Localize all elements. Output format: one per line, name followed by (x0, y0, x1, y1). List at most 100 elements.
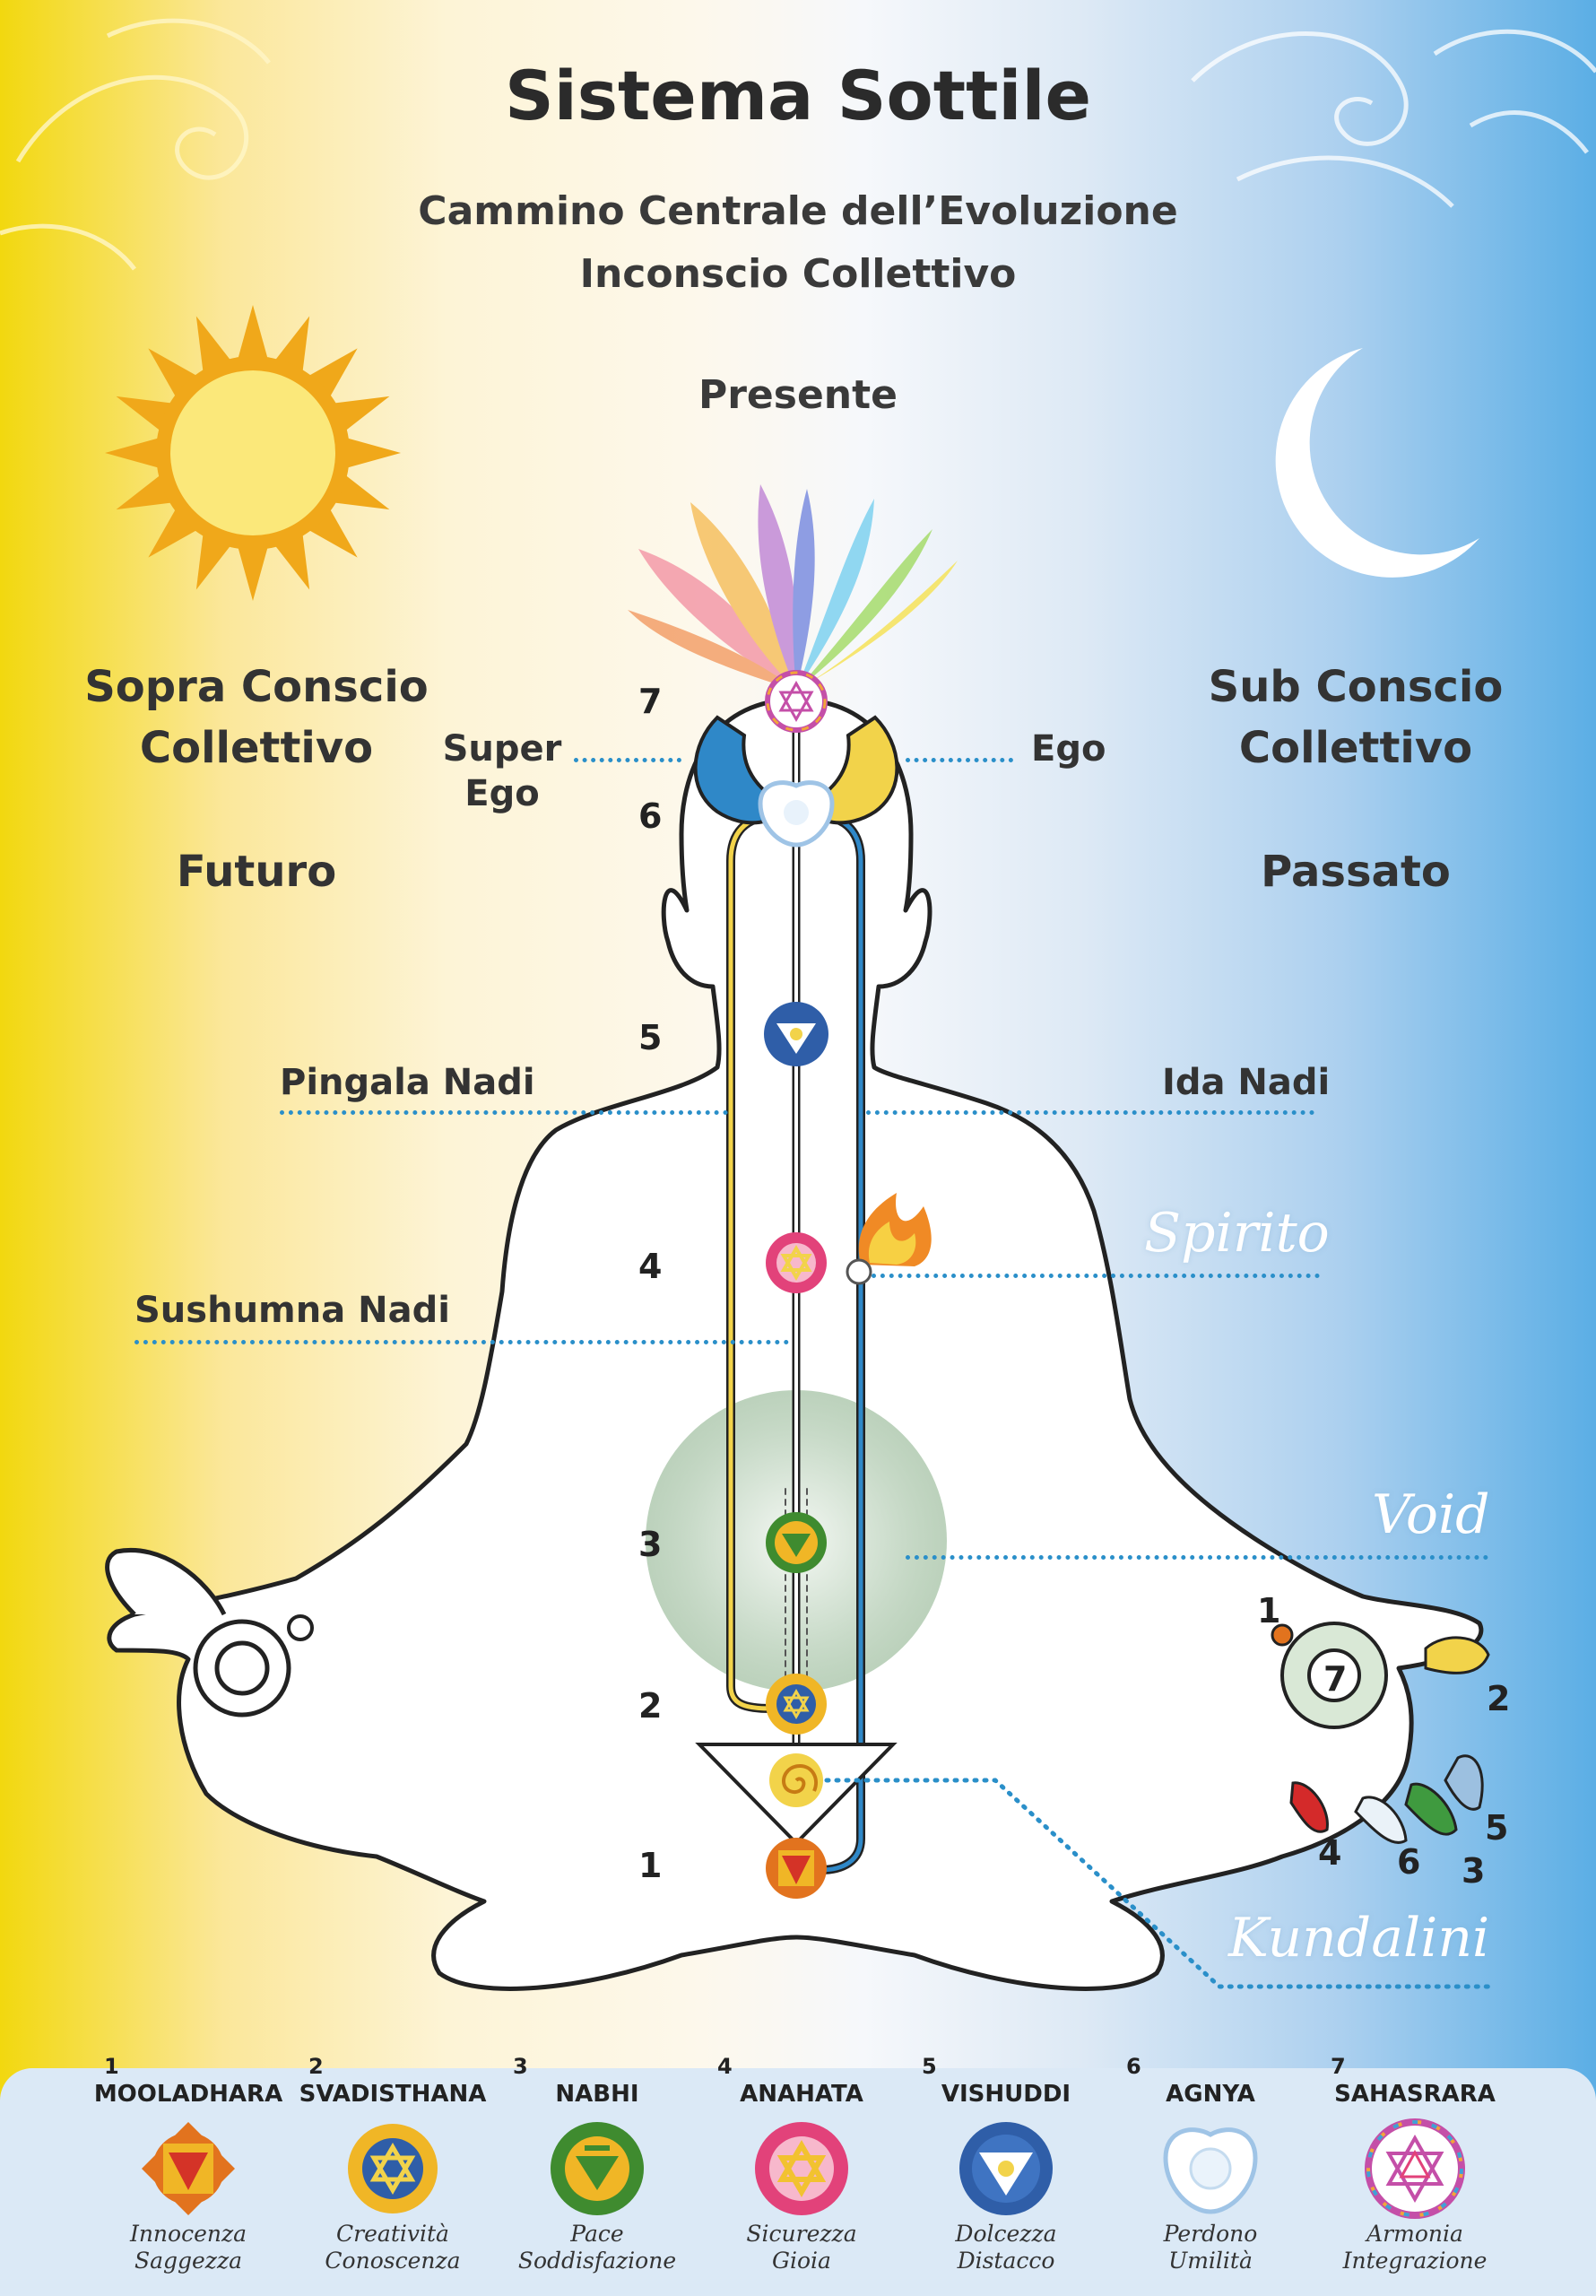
mooladhara-icon (142, 2122, 235, 2215)
legend-quality-1: Perdono (1163, 2221, 1258, 2247)
anahata-icon (755, 2122, 848, 2215)
legend-quality-1: Sicurezza (746, 2221, 857, 2247)
legend-number: 2 (308, 2054, 324, 2079)
present-label: Presente (698, 372, 898, 418)
nabhi-icon (551, 2122, 644, 2215)
right-heading-line-2: Collettivo (1238, 723, 1473, 773)
legend-chakra-name: NABHI (555, 2081, 639, 2108)
left-heading-line-2: Collettivo (139, 723, 374, 773)
right-heading-line-1: Sub Conscio (1208, 662, 1504, 712)
chakra-4-anahata-icon (766, 1232, 827, 1293)
svadisthana-icon (348, 2124, 438, 2213)
hand-number-1: 1 (1257, 1591, 1281, 1631)
super-ego-label-line-2: Ego (464, 773, 540, 814)
left-time-label: Futuro (176, 847, 337, 897)
legend-quality-1: Innocenza (129, 2221, 247, 2247)
chakra-5-vishuddi-icon (764, 1002, 828, 1066)
legend-item-agnya: 6 AGNYA Perdono Umilità (1103, 2054, 1318, 2296)
pingala-leader-line (280, 1110, 728, 1115)
legend-item-sahasrara: 7 SAHASRARA Armonia Integrazione (1307, 2054, 1522, 2296)
swirl-decoration-right (1191, 29, 1596, 208)
left-heading-line-1: Sopra Conscio (84, 662, 429, 712)
legend-item-anahata: 4 ANAHATA Sicurezza Gioia (694, 2054, 909, 2296)
hand-number-2: 2 (1487, 1679, 1511, 1718)
right-palm-detail (1271, 1622, 1490, 1844)
void-label: Void (1372, 1483, 1490, 1546)
legend-quality-2: Umilità (1168, 2248, 1253, 2274)
chakra-number-3: 3 (638, 1525, 663, 1564)
finger-middle-tip (1404, 1782, 1458, 1836)
ida-nadi-label: Ida Nadi (1162, 1062, 1331, 1103)
right-thumb-tip (1424, 1636, 1490, 1674)
chakra-1-mooladhara-icon (766, 1838, 827, 1899)
hand-number-3: 3 (1462, 1851, 1486, 1891)
spirit-flame-icon (846, 1193, 932, 1285)
hand-number-4: 4 (1318, 1833, 1342, 1873)
chakra-number-7: 7 (638, 682, 663, 721)
moon-icon (1275, 348, 1479, 578)
swirl-decoration-left (0, 18, 271, 271)
hand-number-7: 7 (1323, 1659, 1348, 1699)
legend-quality-1: Pace (570, 2221, 624, 2247)
chakra-number-4: 4 (638, 1247, 663, 1286)
legend-number: 7 (1331, 2054, 1346, 2079)
legend-item-svadisthana: 2 SVADISTHANA Creatività Conoscenza (285, 2054, 500, 2296)
legend-quality-2: Integrazione (1342, 2248, 1488, 2274)
subtitle-line-2: Inconscio Collettivo (579, 251, 1017, 297)
sahasrara-icon (1365, 2118, 1465, 2219)
chakra-6-agnya-icon (758, 780, 835, 848)
legend-quality-2: Distacco (957, 2248, 1055, 2274)
legend-quality-2: Soddisfazione (517, 2248, 677, 2274)
ego-leader-line (906, 758, 1013, 762)
legend-chakra-name: ANAHATA (740, 2081, 863, 2108)
legend-chakra-name: SVADISTHANA (299, 2081, 487, 2108)
pingala-nadi-label: Pingala Nadi (280, 1062, 535, 1103)
right-time-label: Passato (1261, 847, 1451, 897)
legend-quality-2: Saggezza (134, 2248, 243, 2274)
spirito-leader-line (872, 1274, 1320, 1278)
chakra-number-5: 5 (638, 1018, 663, 1057)
legend-item-nabhi: 3 NABHI Pace Soddisfazione (490, 2054, 705, 2296)
finger-little-tip (1289, 1781, 1329, 1833)
legend-chakra-name: SAHASRARA (1334, 2081, 1496, 2108)
left-palm-detail (193, 1614, 314, 1718)
legend-quality-1: Dolcezza (955, 2221, 1057, 2247)
super-ego-label-line-1: Super (442, 728, 562, 770)
legend-quality-2: Conoscenza (325, 2248, 461, 2274)
agnya-icon (1163, 2127, 1258, 2214)
legend-number: 4 (717, 2054, 733, 2079)
chakra-number-6: 6 (638, 796, 663, 836)
legend-number: 3 (513, 2054, 528, 2079)
legend-quality-2: Gioia (772, 2248, 831, 2274)
legend-number: 6 (1126, 2054, 1141, 2079)
legend-item-mooladhara: 1 MOOLADHARA Innocenza Saggezza (81, 2054, 296, 2296)
finger-index-tip (1444, 1754, 1484, 1811)
ida-leader-line (866, 1110, 1314, 1115)
page-title: Sistema Sottile (504, 56, 1092, 135)
legend-quality-1: Armonia (1366, 2221, 1463, 2247)
hand-number-5: 5 (1485, 1808, 1509, 1848)
super-ego-leader-line (574, 758, 681, 762)
chakra-number-1: 1 (638, 1846, 663, 1885)
kundalini-label: Kundalini (1228, 1907, 1490, 1970)
legend-number: 5 (922, 2054, 937, 2079)
legend-item-vishuddi: 5 VISHUDDI Dolcezza Distacco (898, 2054, 1114, 2296)
legend-number: 1 (104, 2054, 119, 2079)
hand-number-6: 6 (1397, 1842, 1421, 1882)
sushumna-nadi-label: Sushumna Nadi (134, 1290, 450, 1331)
kundalini-coil-icon (769, 1753, 823, 1807)
chakra-number-2: 2 (638, 1686, 663, 1726)
legend-chakra-name: AGNYA (1166, 2081, 1255, 2108)
finger-ring-tip (1354, 1796, 1408, 1844)
sushumna-leader-line (134, 1340, 789, 1344)
sun-icon (105, 305, 401, 601)
legend-quality-1: Creatività (336, 2221, 449, 2247)
chakra-7-sahasrara-icon (765, 670, 828, 733)
spirito-label: Spirito (1144, 1202, 1330, 1265)
legend-chakra-name: MOOLADHARA (93, 2081, 283, 2108)
legend-chakra-name: VISHUDDI (941, 2081, 1071, 2108)
vishuddi-icon (959, 2122, 1053, 2215)
